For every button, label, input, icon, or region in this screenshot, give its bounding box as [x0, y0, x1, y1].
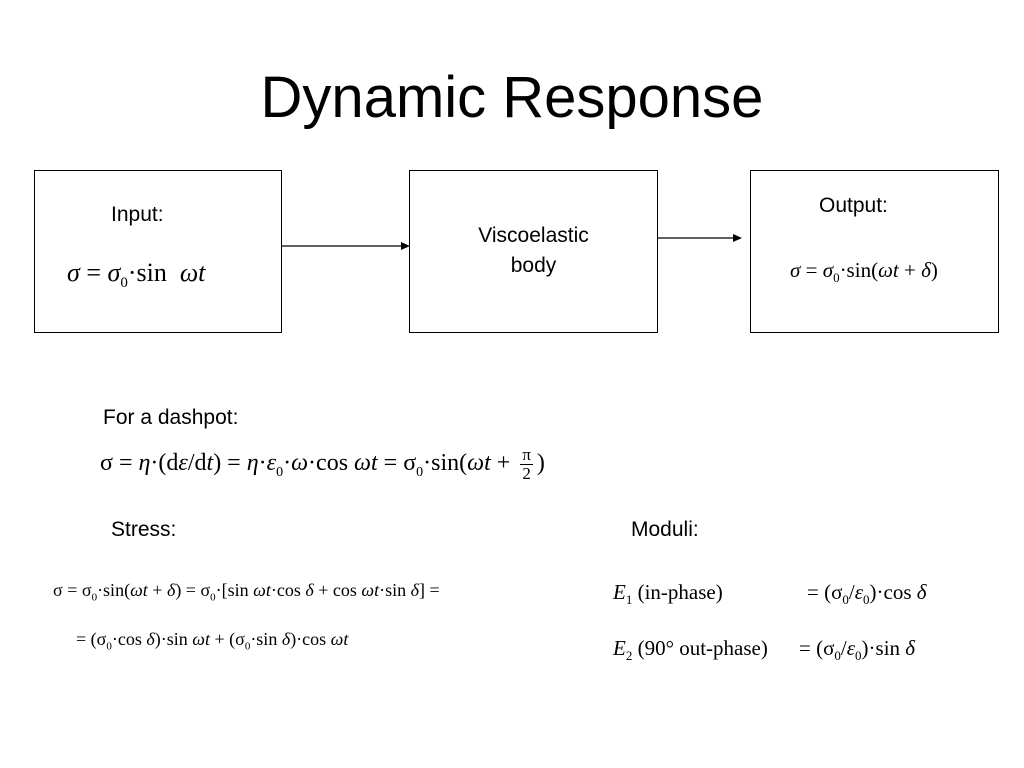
stress-equation-line1: σ = σ0·sin(ωt + δ) = σ0·[sin ωt·cos δ + …: [53, 580, 440, 604]
output-equation: σ = σ0·sin(ωt + δ): [790, 258, 938, 286]
input-equation: σ = σ0·sin ωt: [67, 258, 206, 292]
modulus-e2-equation: = (σ0/ε0)·sin δ: [799, 636, 916, 664]
input-box: [34, 170, 282, 333]
body-label-line1: Viscoelastic: [478, 224, 589, 247]
viscoelastic-body-box: [409, 170, 658, 333]
output-label: Output:: [819, 194, 888, 217]
stress-label: Stress:: [111, 518, 177, 541]
moduli-label: Moduli:: [631, 518, 699, 541]
body-label-line2: body: [510, 254, 557, 277]
input-label: Input:: [111, 203, 164, 226]
page-title: Dynamic Response: [260, 65, 764, 130]
body-to-output-arrowhead: [733, 234, 742, 242]
modulus-e2-name: E2 (90° out-phase): [613, 636, 768, 664]
dashpot-equation: σ = η·(dε/dt) = η·ε0·ω·cos ωt = σ0·sin(ω…: [100, 445, 545, 483]
stress-equation-line2: = (σ0·cos δ)·sin ωt + (σ0·sin δ)·cos ωt: [76, 629, 349, 653]
modulus-e1-name: E1 (in-phase): [613, 580, 723, 608]
input-to-body-arrowhead: [401, 242, 410, 250]
dashpot-label: For a dashpot:: [103, 406, 239, 429]
output-box: [750, 170, 999, 333]
modulus-e1-equation: = (σ0/ε0)·cos δ: [807, 580, 927, 608]
